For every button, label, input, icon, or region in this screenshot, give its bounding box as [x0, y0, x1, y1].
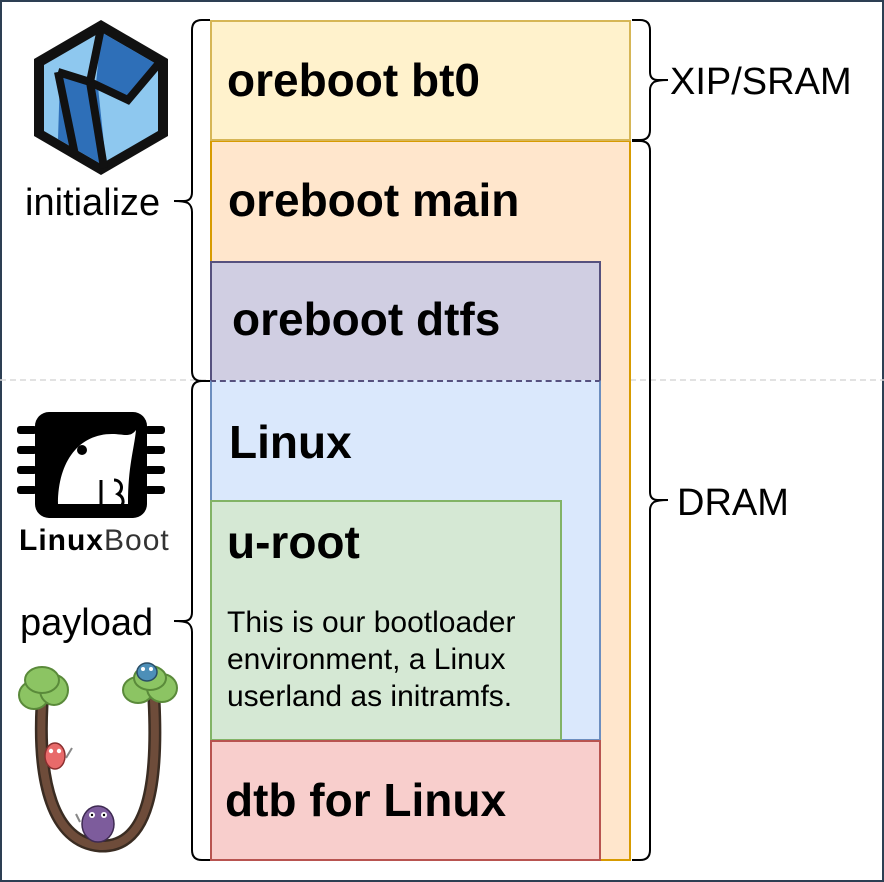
oreboot-main-label: oreboot main: [228, 174, 520, 226]
u-root-label: u-root: [227, 516, 360, 568]
linux-label: Linux: [229, 416, 352, 468]
oreboot-dtfs-label: oreboot dtfs: [232, 293, 501, 345]
oreboot-bt0-block: [210, 20, 631, 141]
payload-label: payload: [20, 602, 154, 644]
linuxboot-wordmark-bold: Linux: [19, 524, 104, 557]
dtb-block: [210, 740, 601, 861]
linuxboot-wordmark: LinuxBoot: [19, 526, 170, 556]
linuxboot-wordmark-light: Boot: [104, 524, 170, 557]
u-root-description-line: environment, a Linux: [227, 643, 506, 676]
oreboot-dtfs-block: [210, 261, 601, 381]
initialize-brace: [173, 19, 210, 382]
u-root-description-line: This is our bootloader: [227, 606, 516, 639]
dram-label: DRAM: [677, 482, 789, 524]
xip-sram-label: XIP/SRAM: [670, 61, 852, 103]
dtb-label: dtb for Linux: [225, 774, 507, 826]
u-root-description-line: userland as initramfs.: [227, 680, 513, 713]
initialize-label: initialize: [25, 182, 161, 224]
payload-brace: [173, 380, 210, 861]
xip-brace: [632, 19, 669, 141]
u-root-description: This is our bootloader environment, a Li…: [227, 604, 516, 715]
u-root-block: [210, 500, 562, 741]
oreboot-bt0-label: oreboot bt0: [227, 54, 480, 106]
dram-brace: [632, 140, 669, 861]
